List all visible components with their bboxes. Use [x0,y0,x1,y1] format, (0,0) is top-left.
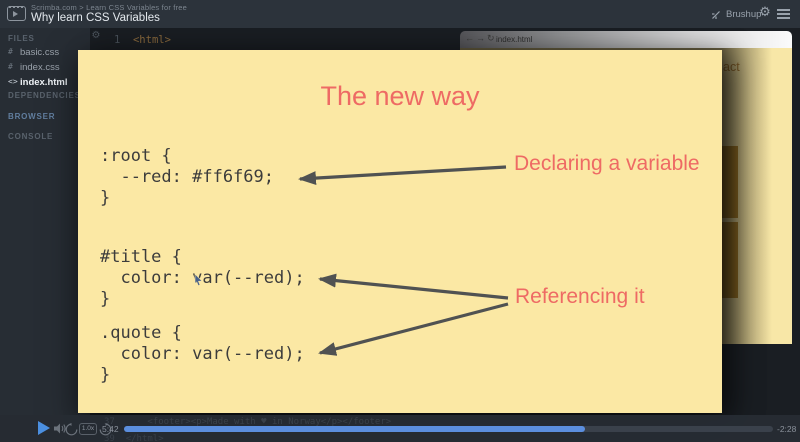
remaining-time: -2:28 [777,424,797,434]
code-block-title: #title { color: var(--red); } [100,247,305,309]
brushup-label: Brushup [726,8,762,20]
line-number: 1 [114,34,121,46]
mouse-cursor-icon [194,274,203,286]
forward-button[interactable] [99,423,112,436]
brushup-button[interactable]: Brushup [711,7,761,21]
arrow-declaring [298,165,507,186]
sidebar-section-dependencies[interactable]: DEPENDENCIES [8,91,81,100]
current-time: 5:42 [102,424,119,434]
sidebar-item-index-css[interactable]: # index.css [8,62,60,73]
sidebar-section-console[interactable]: CONSOLE [8,132,54,141]
annotation-arrows [298,165,509,356]
back-icon[interactable]: ← [465,33,474,43]
hamburger-menu-icon[interactable] [777,9,790,19]
arrow-referencing-2 [318,302,509,356]
play-button[interactable] [38,421,50,435]
sidebar-section-browser[interactable]: BROWSER [8,112,56,121]
annotation-declaring: Declaring a variable [514,152,700,175]
scrimba-logo-icon[interactable] [7,6,26,21]
screencast-title: Why learn CSS Variables [31,12,160,24]
editor-settings-gear-icon[interactable]: ⚙ [91,30,101,41]
sidebar-item-index-html[interactable]: <> index.html [8,77,68,88]
slide-title: The new way [320,81,480,111]
sidebar-section-files: FILES [8,34,35,43]
sidebar: FILES # basic.css # index.css <> index.h… [0,28,90,415]
annotation-referencing: Referencing it [515,285,645,308]
code-block-quote: .quote { color: var(--red); } [100,323,305,385]
code-block-root: :root { --red: #ff6f69; } [100,146,274,208]
progress-track[interactable] [124,426,773,432]
arrow-referencing-1 [318,273,509,300]
forward-icon[interactable]: → [476,33,485,43]
brushup-pen-icon [711,9,722,20]
playback-speed-button[interactable]: 1.0x [79,423,97,435]
rewind-button[interactable] [65,423,78,436]
editor-ghost-line: 37 <footer><p>Made with ♥ in Norway</p><… [104,417,392,427]
slide-card: The new way :root { --red: #ff6f69; } #t… [78,50,722,413]
preview-url[interactable]: index.html [496,35,533,44]
hash-icon: # [8,47,13,56]
sidebar-item-basic-css[interactable]: # basic.css [8,47,60,58]
editor-line-1: 1 <html> [114,34,171,46]
code-icon: <> [8,77,18,86]
progress-fill [124,426,585,432]
browser-chrome-bar: ← → ↻ index.html [460,31,792,48]
editor-ghost-line: 39 </html> [104,434,164,442]
refresh-icon[interactable]: ↻ [487,33,495,43]
settings-gear-icon[interactable]: ⚙ [759,5,771,20]
hash-icon: # [8,62,13,71]
code-text: <html> [132,34,171,46]
player-bar: 37 <footer><p>Made with ♥ in Norway</p><… [0,415,800,442]
top-bar: Scrimba.com > Learn CSS Variables for fr… [0,0,800,28]
breadcrumb[interactable]: Scrimba.com > Learn CSS Variables for fr… [31,3,188,12]
volume-icon[interactable] [54,423,66,434]
